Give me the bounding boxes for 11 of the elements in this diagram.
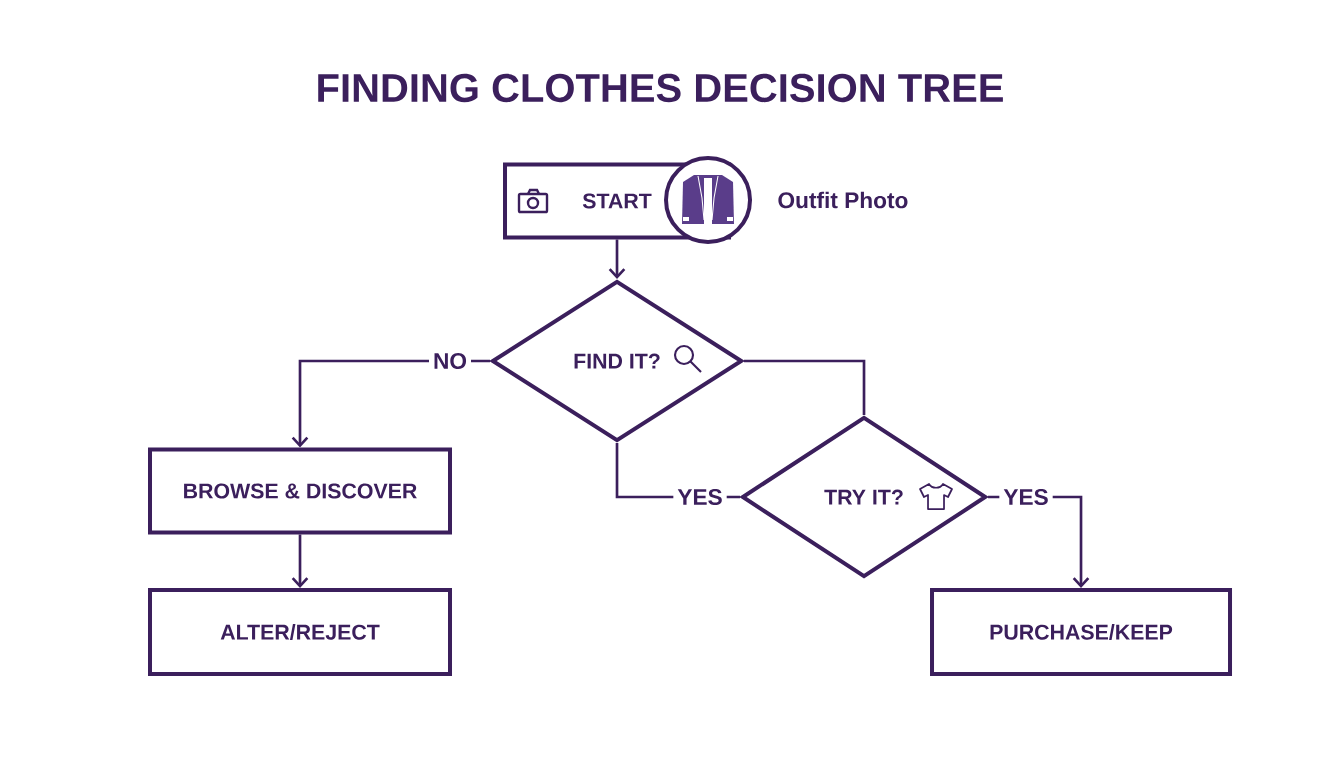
edge-label: YES — [999, 485, 1053, 510]
edge-label: NO — [429, 349, 471, 374]
connector — [744, 359, 866, 415]
connector — [608, 239, 626, 279]
edge-label: YES — [673, 485, 727, 510]
title: FINDING CLOTHES DECISION TREE — [318, 73, 1003, 103]
node-caption: Outfit Photo — [778, 191, 908, 209]
process-box: BROWSE & DISCOVER — [148, 447, 452, 535]
process-box: ALTER/REJECT — [148, 588, 452, 676]
connector — [291, 534, 309, 588]
process-box: PURCHASE/KEEP — [930, 588, 1232, 676]
